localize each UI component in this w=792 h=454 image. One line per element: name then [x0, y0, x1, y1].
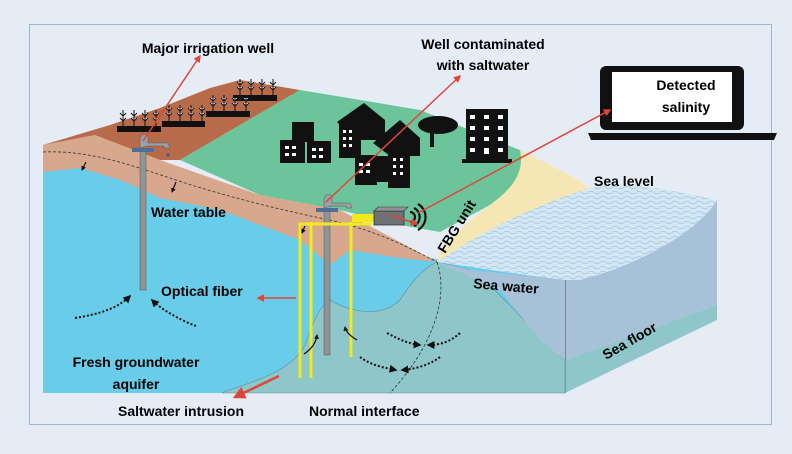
optical-fiber	[298, 214, 374, 378]
sea-floor-strip	[565, 305, 717, 393]
crop-plant	[141, 110, 149, 126]
crop-plant	[165, 105, 173, 121]
contaminated-well-pipe	[323, 209, 331, 356]
sea-water-front	[437, 262, 565, 360]
label-fresh-groundwater-line2: aquifer	[113, 376, 160, 392]
contaminated-well-cap	[316, 208, 338, 212]
label-well-contaminated-line2: with saltwater	[436, 57, 530, 73]
crop-plant	[236, 79, 244, 95]
crop-plant	[187, 105, 195, 121]
small-flow-arrows	[81, 161, 358, 355]
laptop-icon	[588, 66, 777, 140]
crop-plant	[258, 79, 266, 95]
label-saltwater-intrusion: Saltwater intrusion	[118, 403, 244, 419]
pointer-arrows	[142, 54, 612, 399]
label-normal-interface: Normal interface	[309, 403, 420, 419]
crop-plants	[119, 79, 277, 126]
label-sea-water: Sea water	[473, 275, 540, 297]
label-fresh-groundwater-line1: Fresh groundwater	[73, 354, 200, 370]
tree-icon	[418, 116, 458, 147]
crop-plant	[119, 110, 127, 126]
figure-frame-path	[29, 24, 772, 425]
water-table-line	[42, 151, 438, 263]
crop-plant	[130, 110, 138, 126]
irrigation-well-cap	[132, 148, 154, 152]
fbg-unit-box-icon	[373, 206, 409, 226]
crop-plant	[231, 95, 239, 111]
normal-interface-line	[389, 261, 442, 394]
saltwater-wedge	[221, 261, 566, 394]
label-water-table: Water table	[151, 204, 226, 220]
crop-plant	[269, 79, 277, 95]
crop-plant	[198, 105, 206, 121]
label-detected-salinity-line1: Detected	[656, 77, 715, 93]
label-major-irrigation-well: Major irrigation well	[142, 40, 274, 56]
crop-plant	[242, 95, 250, 111]
label-detected-salinity-line2: salinity	[662, 99, 710, 115]
label-well-contaminated-line1: Well contaminated	[421, 36, 544, 52]
crop-plant	[247, 79, 255, 95]
sea-surface	[437, 185, 717, 280]
sea-block-right-face	[565, 200, 717, 360]
irrigation-well-pipe	[139, 149, 147, 291]
crop-plant	[209, 95, 217, 111]
label-sea-level: Sea level	[594, 173, 654, 189]
beach	[437, 150, 590, 262]
flow-arrows	[74, 294, 461, 374]
label-optical-fiber: Optical fiber	[161, 283, 243, 299]
building-windows	[285, 115, 503, 175]
crop-plant	[220, 95, 228, 111]
farm-crop-icon	[117, 95, 277, 132]
crop-plant	[176, 105, 184, 121]
